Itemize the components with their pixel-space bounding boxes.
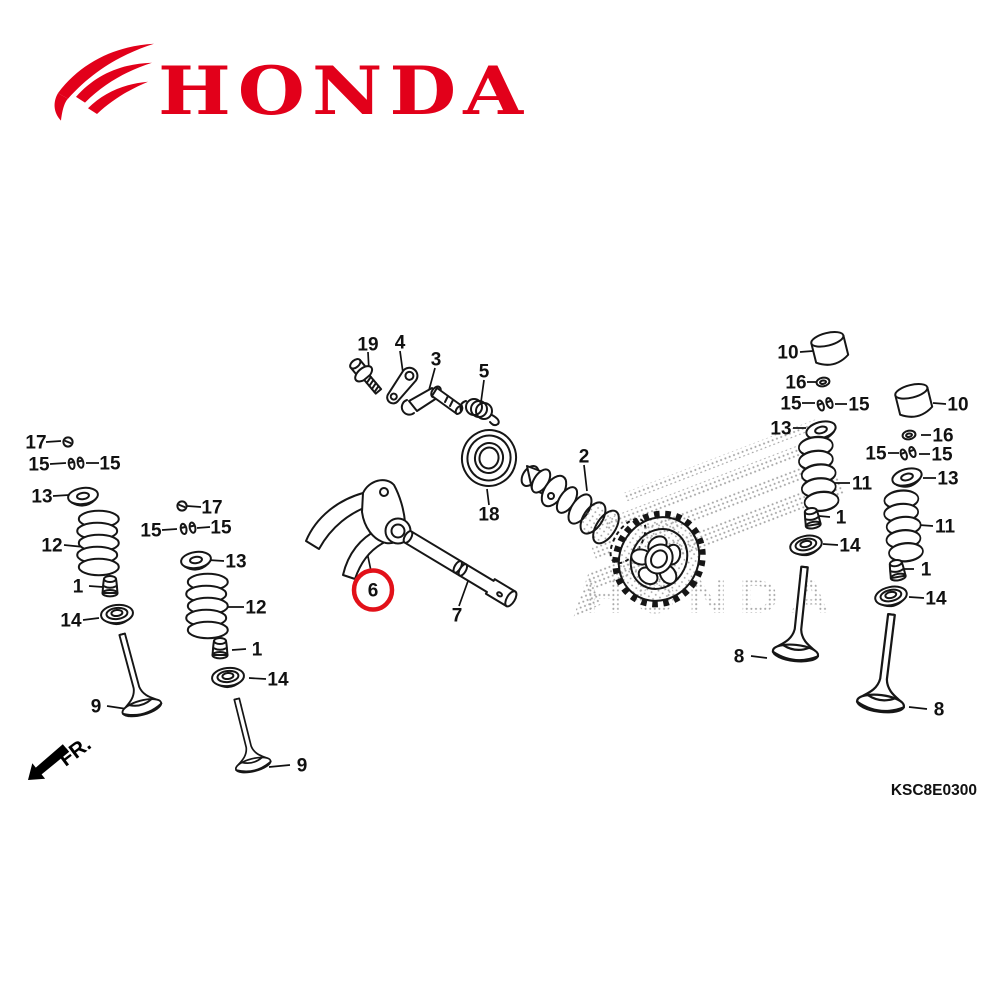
front-direction-arrow: FR.	[28, 732, 96, 780]
part-callout-9: 9	[91, 697, 102, 718]
part-callout-13: 13	[31, 487, 52, 508]
camshaft-drawing	[520, 465, 706, 608]
part-callout-15: 15	[931, 445, 953, 466]
shift-fork-drawing	[305, 479, 412, 580]
part-callout-15: 15	[99, 454, 121, 475]
part-callout-15: 15	[28, 455, 50, 476]
part-callout-13: 13	[937, 469, 958, 490]
decompressor-parts-drawing	[349, 358, 518, 487]
part-callout-15: 15	[848, 395, 870, 416]
part-callout-8: 8	[934, 700, 945, 721]
part-callout-1: 1	[836, 508, 847, 529]
part-callout-13: 13	[225, 552, 246, 573]
leader-lines	[45, 350, 947, 768]
highlight-circle	[351, 568, 395, 612]
part-callout-14: 14	[925, 589, 947, 610]
part-callout-12: 12	[41, 536, 62, 557]
part-callout-1: 1	[252, 640, 263, 661]
part-callout-4: 4	[395, 333, 406, 354]
part-callout-11: 11	[852, 474, 873, 495]
part-callout-10: 10	[777, 343, 798, 364]
part-callout-5: 5	[479, 362, 490, 383]
part-callout-2: 2	[579, 447, 590, 468]
part-callout-14: 14	[60, 611, 82, 632]
part-callout-13: 13	[770, 419, 791, 440]
part-callout-15: 15	[865, 444, 887, 465]
part-callout-10: 10	[947, 395, 968, 416]
part-callout-1: 1	[73, 577, 84, 598]
part-callout-17: 17	[201, 498, 222, 519]
part-callout-17: 17	[25, 433, 46, 454]
part-callout-15: 15	[140, 521, 162, 542]
fork-shaft-drawing	[402, 530, 518, 608]
part-callout-19: 19	[357, 335, 378, 356]
honda-wordmark: HONDA	[158, 52, 530, 130]
part-callout-11: 11	[935, 517, 956, 538]
part-callout-14: 14	[267, 670, 289, 691]
part-callout-8: 8	[734, 647, 745, 668]
part-callout-16: 16	[785, 373, 806, 394]
part-callout-3: 3	[431, 350, 442, 371]
honda-wing-icon	[54, 43, 154, 121]
diagram-code: KSC8E0300	[891, 782, 977, 799]
part-callout-18: 18	[478, 505, 499, 526]
part-callout-15: 15	[210, 518, 232, 539]
part-callout-1: 1	[921, 560, 932, 581]
part-callout-16: 16	[932, 426, 953, 447]
cam-sprocket-drawing	[612, 510, 706, 608]
part-callout-9: 9	[297, 756, 308, 777]
part-callout-14: 14	[839, 536, 861, 557]
seal-ring-drawing	[460, 429, 518, 487]
part-callout-7: 7	[452, 606, 463, 627]
front-label: FR.	[55, 732, 96, 771]
part-callout-12: 12	[245, 598, 266, 619]
honda-logo: HONDA	[54, 43, 530, 130]
part-callout-6: 6	[368, 581, 379, 602]
part-callout-15: 15	[780, 394, 802, 415]
